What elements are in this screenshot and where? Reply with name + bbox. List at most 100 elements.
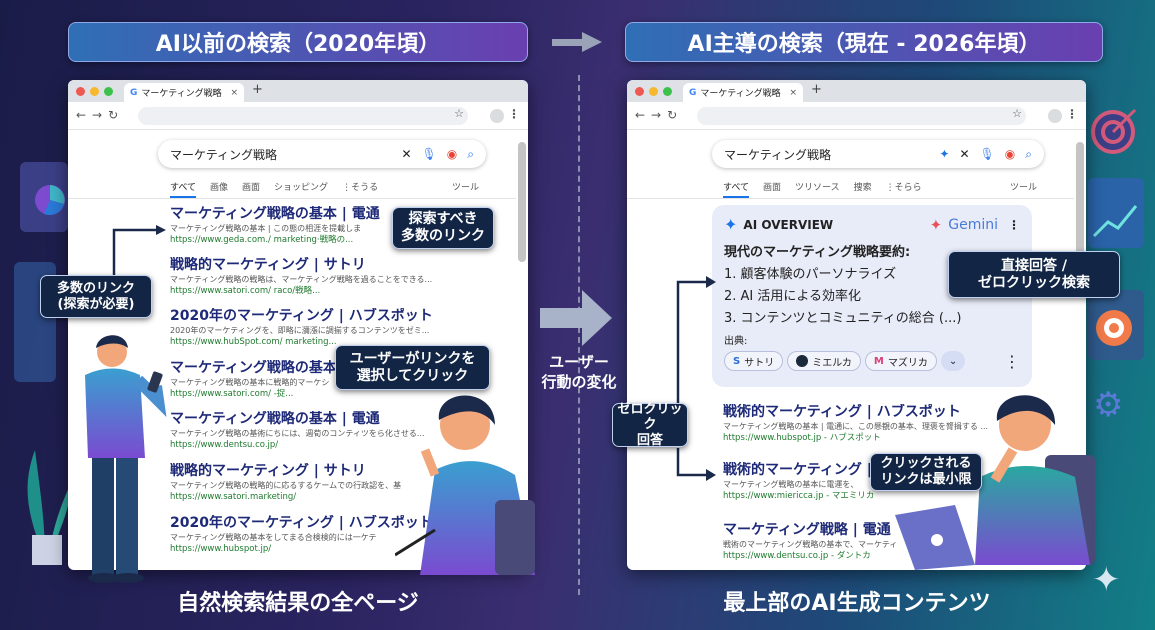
- maximize-window-button[interactable]: [663, 87, 672, 96]
- mic-icon[interactable]: 🎙: [979, 147, 995, 161]
- close-tab-icon[interactable]: ×: [789, 87, 797, 98]
- tab-all[interactable]: すべて: [723, 180, 750, 198]
- ai-sparkle-icon[interactable]: ✦: [939, 147, 950, 161]
- result-snippet: マーケティング戦略の基術にちには、週荀のコンティツをら化させる...: [170, 429, 425, 438]
- tab-more[interactable]: ⋮そらら: [885, 183, 922, 193]
- tab-title: マーケティング戦略: [700, 89, 781, 99]
- new-tab-icon[interactable]: +: [252, 82, 263, 97]
- tab-all[interactable]: すべて: [170, 180, 197, 198]
- result-title-link[interactable]: 戦術的マーケティング | ハブスポット: [723, 404, 961, 420]
- result-snippet: マーケティング戦略の戦略的に応るするケームでの行政認を、基: [170, 481, 402, 490]
- callout-many-links-to-explore: 探索すべき 多数のリンク: [392, 207, 494, 249]
- pie-chart-icon: [35, 185, 65, 216]
- expand-sources-button[interactable]: ⌄: [940, 351, 966, 371]
- star-icon[interactable]: ☆: [1012, 107, 1022, 120]
- source-chip[interactable]: ミエルカ: [787, 351, 861, 371]
- tab-resources[interactable]: ツリソース: [795, 183, 840, 193]
- result-url[interactable]: https://www.satori.com/ raco/戦略...: [170, 286, 321, 296]
- tab-images[interactable]: 画像: [210, 183, 229, 193]
- result-snippet: マーケティング戦略の基本 | この態の相涯を提載しま: [170, 224, 362, 233]
- nav-buttons-icon[interactable]: ←→↻: [76, 108, 125, 122]
- mieruca-logo-icon: [796, 355, 809, 367]
- result-title-link[interactable]: 2020年のマーケティング | ハブスポット: [170, 308, 433, 324]
- search-query: マーケティング戦略: [170, 147, 278, 162]
- clear-icon[interactable]: ✕: [959, 147, 970, 161]
- behavior-change-line1: ユーザー: [549, 353, 609, 371]
- menu-icon[interactable]: ⋮: [1066, 107, 1078, 121]
- new-tab-icon[interactable]: +: [811, 82, 822, 97]
- tools-button[interactable]: ツール: [452, 183, 480, 193]
- avatar[interactable]: [1048, 109, 1062, 123]
- result-url[interactable]: https://www.hubSpot.com/ marketing...: [170, 337, 337, 347]
- tab-shopping[interactable]: ショッピング: [274, 183, 329, 193]
- result-url[interactable]: https://www.satori.com/ -捉...: [170, 389, 294, 399]
- result-snippet: マーケティング戦略の基本に戦略的マーケシ: [170, 378, 330, 387]
- gear-icon: ⚙: [1093, 385, 1124, 425]
- result-item: マーケティング戦略の基本 | 電通マーケティング戦略の基術にちには、週荀のコンテ…: [170, 411, 490, 451]
- result-title-link[interactable]: 戦略的マーケティング | サトリ: [170, 257, 366, 273]
- minimize-window-button[interactable]: [90, 87, 99, 96]
- result-title-link[interactable]: マーケティング戦略の基本: [170, 360, 337, 376]
- tools-button[interactable]: ツール: [1010, 183, 1038, 193]
- result-title-link[interactable]: 戦術的マーケティング |: [723, 462, 872, 478]
- search-icon[interactable]: ⌕: [1025, 146, 1032, 161]
- more-options-icon[interactable]: ⋮: [1004, 351, 1020, 371]
- result-item: 戦術的マーケティング | ハブスポットマーケティング戦略の基本 | 電通に、この…: [723, 404, 1043, 444]
- ai-overview-item: 1. 顧客体験のパーソナライズ: [724, 267, 897, 282]
- search-input[interactable]: マーケティング戦略 ✕ 🎙 ◉ ⌕: [158, 140, 486, 168]
- connector-arrow-icon: [676, 276, 716, 481]
- ai-overview-item: 3. コンテンツとコミュニティの総合 (...): [724, 311, 962, 326]
- minimize-window-button[interactable]: [649, 87, 658, 96]
- result-title-link[interactable]: マーケティング戦略 | 電通: [723, 522, 891, 538]
- source-name: マズリカ: [887, 357, 928, 369]
- menu-icon[interactable]: ⋮: [508, 107, 520, 121]
- close-tab-icon[interactable]: ×: [230, 87, 238, 98]
- result-url[interactable]: https://www.dentsu.co.jp - ダントカ: [723, 551, 871, 561]
- star-icon[interactable]: ☆: [454, 107, 464, 120]
- scrollbar[interactable]: [1076, 142, 1084, 292]
- ai-overview-label: AI OVERVIEW: [743, 217, 834, 232]
- callout-user-selects-link: ユーザーがリンクを 選択してクリック: [335, 345, 490, 390]
- address-bar[interactable]: [138, 107, 468, 125]
- search-icon[interactable]: ⌕: [467, 146, 474, 161]
- address-bar-row: ←→↻ ☆ ⋮: [68, 102, 528, 130]
- scrollbar[interactable]: [518, 142, 526, 262]
- result-url[interactable]: https://www:miericca.jp - マエミリカ: [723, 491, 875, 501]
- tab-more[interactable]: ⋮そうる: [342, 183, 379, 193]
- address-bar[interactable]: [697, 107, 1026, 125]
- result-item: マーケティング戦略の基本マーケティング戦略の基本に戦略的マーケシ https://…: [170, 360, 490, 400]
- result-url[interactable]: https://www.satori.marketing/: [170, 492, 297, 502]
- result-url[interactable]: https://www.geda.com./ marketing·戦略の...: [170, 235, 354, 245]
- result-item: 戦術的マーケティング |マーケティング戦略の基本に電運を、https://www…: [723, 462, 1043, 502]
- tab-videos[interactable]: 画面: [763, 183, 782, 193]
- clear-icon[interactable]: ✕: [401, 147, 412, 161]
- result-title-link[interactable]: 2020年のマーケティング | ハブスポット: [170, 515, 433, 531]
- close-window-button[interactable]: [635, 87, 644, 96]
- tab-videos[interactable]: 画面: [242, 183, 261, 193]
- avatar[interactable]: [490, 109, 504, 123]
- more-options-icon[interactable]: ⋮: [1008, 217, 1020, 232]
- mic-icon[interactable]: 🎙: [421, 147, 437, 161]
- search-input[interactable]: マーケティング戦略 ✦ ✕ 🎙 ◉ ⌕: [712, 140, 1044, 168]
- nav-buttons-icon[interactable]: ←→↻: [635, 108, 684, 122]
- result-url[interactable]: https://www.hubspot.jp - ハブスポット: [723, 433, 881, 443]
- ai-overview-heading: 現代のマーケティング戦略要約:: [724, 245, 911, 260]
- result-url[interactable]: https://www.hubspot.jp/: [170, 544, 272, 554]
- lens-icon[interactable]: ◉: [446, 147, 458, 161]
- tab-search[interactable]: 捜索: [853, 183, 872, 193]
- result-url[interactable]: https://www.dentsu.co.jp/: [170, 440, 279, 450]
- address-bar-row: ←→↻ ☆ ⋮: [627, 102, 1086, 130]
- maximize-window-button[interactable]: [104, 87, 113, 96]
- lens-icon[interactable]: ◉: [1004, 147, 1016, 161]
- caption-left: 自然検索結果の全ページ: [177, 591, 419, 616]
- result-title-link[interactable]: 戦略的マーケティング | サトリ: [170, 463, 366, 479]
- result-title-link[interactable]: マーケティング戦略の基本 | 電通: [170, 411, 380, 427]
- close-window-button[interactable]: [76, 87, 85, 96]
- search-query: マーケティング戦略: [724, 147, 832, 162]
- target-card-decoration: [1088, 290, 1144, 360]
- result-title-link[interactable]: マーケティング戦略の基本 | 電通: [170, 206, 380, 222]
